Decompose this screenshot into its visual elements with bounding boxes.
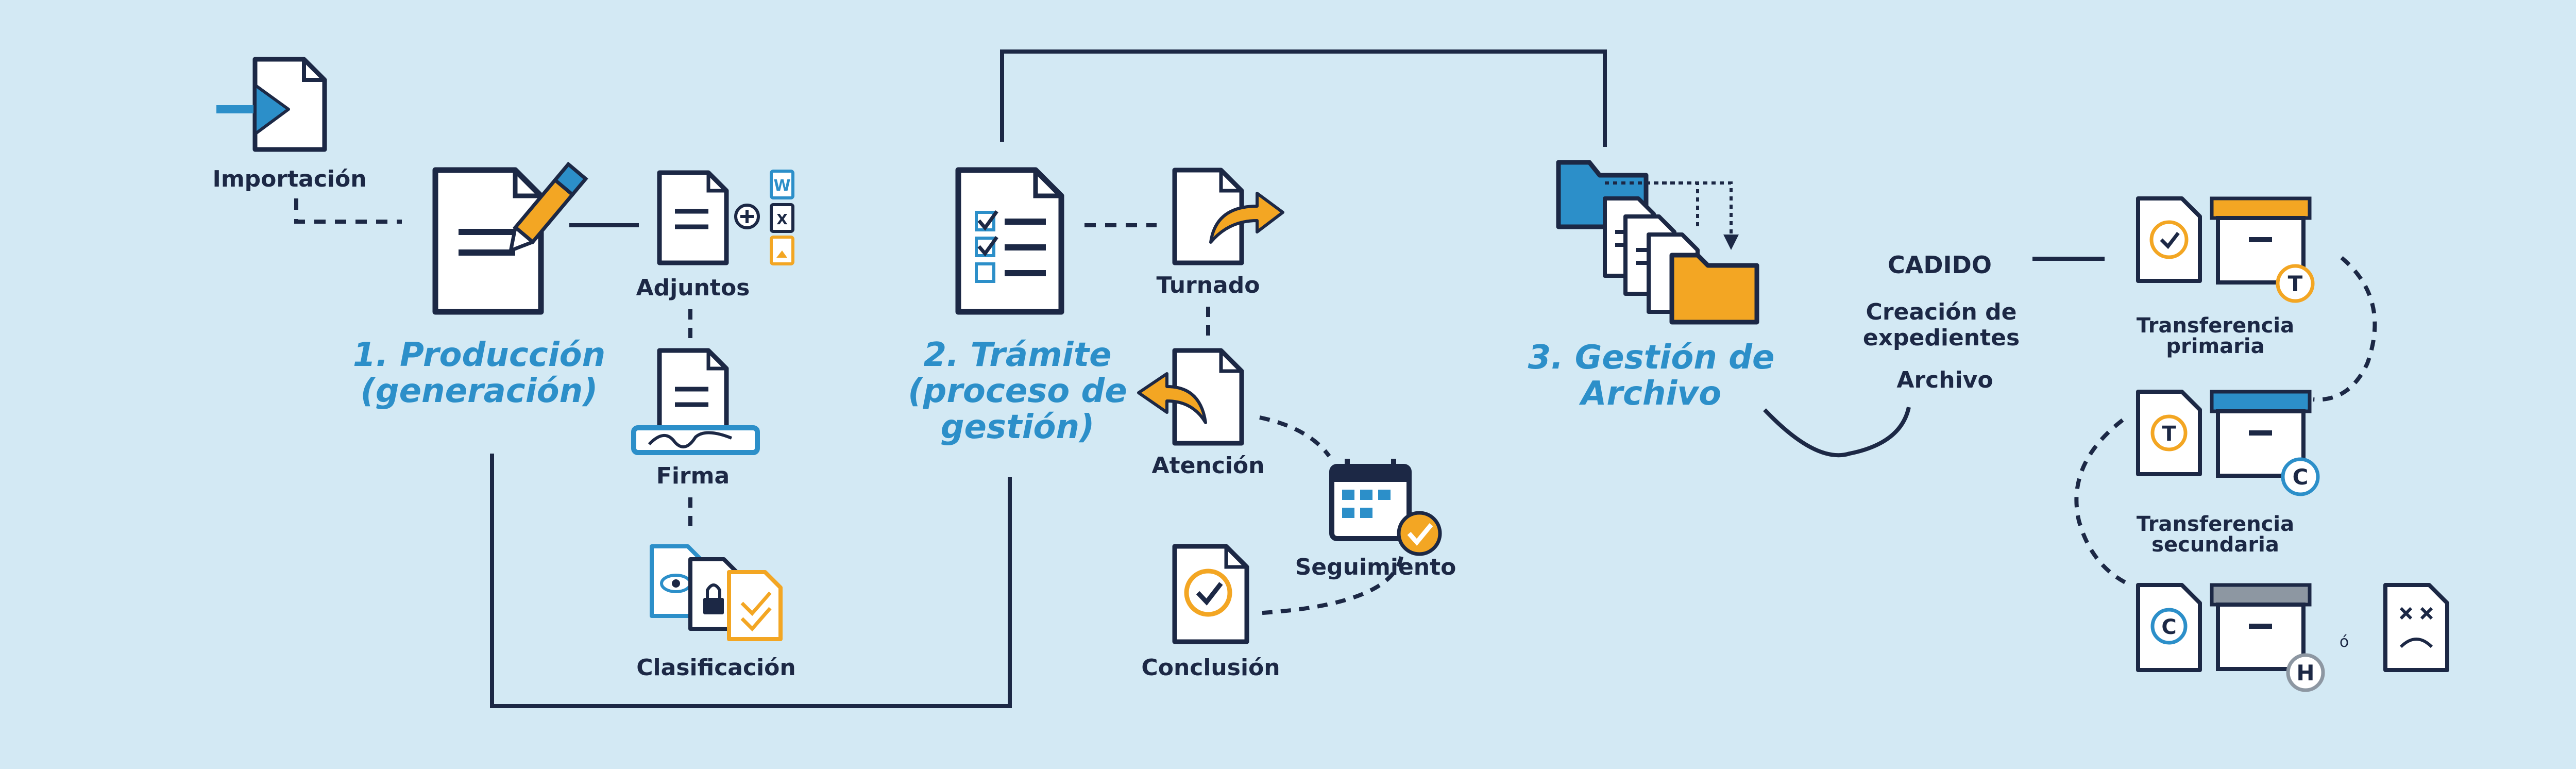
- stage-title-produccion-line1: 1. Producción: [353, 336, 605, 374]
- label-archivo: Archivo: [1896, 367, 1993, 393]
- concentracion-document-icon: C: [2136, 583, 2202, 672]
- label-creacion-line1: Creación de: [1866, 299, 2017, 325]
- label-o: ó: [2340, 633, 2349, 651]
- document-concentracion-letter: C: [2161, 615, 2176, 639]
- label-adjuntos: Adjuntos: [636, 275, 750, 301]
- connector-seguimiento-conclusion: [1254, 556, 1403, 615]
- badge-historico-letter: H: [2296, 660, 2314, 686]
- stage-title-archivo-line2: Archivo: [1579, 375, 1721, 413]
- archive-box-icon: [2210, 583, 2312, 671]
- plus-circle-icon: [734, 204, 760, 229]
- excel-file-letter: X: [776, 211, 788, 228]
- connector-archivo-arc: [1763, 407, 1911, 458]
- connectors: [294, 49, 2377, 708]
- discard-document-icon: [2383, 583, 2449, 672]
- connector-bottom-loop: [490, 454, 1012, 708]
- badge-historico: H: [2286, 653, 2325, 692]
- edit-document-icon: [432, 161, 588, 315]
- label-transferencia-primaria-line1: Transferencia: [2137, 314, 2294, 338]
- label-cadido: CADIDO: [1888, 251, 1992, 279]
- connector-atencion-seguimiento: [1259, 415, 1331, 458]
- word-file-letter: W: [773, 177, 790, 195]
- badge-tramite: T: [2276, 264, 2315, 303]
- checklist-document-icon: [955, 167, 1064, 315]
- excel-file-icon: X: [770, 203, 794, 233]
- forward-document-icon: [1172, 168, 1284, 265]
- image-file-icon: [770, 236, 794, 265]
- label-turnado: Turnado: [1157, 272, 1260, 298]
- label-conclusion: Conclusión: [1141, 655, 1280, 681]
- stage-title-tramite-line1: 2. Trámite: [923, 336, 1111, 374]
- stage-title-tramite-line2: (proceso de: [908, 372, 1127, 410]
- badge-tramite-letter: T: [2288, 271, 2303, 296]
- reply-document-icon: [1137, 348, 1244, 446]
- label-creacion-line2: expedientes: [1863, 325, 2020, 351]
- label-importacion: Importación: [212, 166, 366, 192]
- stage-title-archivo-line1: 3. Gestión de: [1528, 339, 1775, 377]
- label-atencion: Atención: [1152, 453, 1265, 479]
- archive-box-icon: [2210, 196, 2312, 285]
- label-firma: Firma: [656, 463, 730, 489]
- calendar-check-icon: [1329, 459, 1442, 556]
- word-file-icon: W: [770, 170, 794, 199]
- document-tramite-letter: T: [2162, 422, 2176, 446]
- connector-import-production: [294, 198, 402, 224]
- connector-primary-secondary: [2313, 256, 2377, 402]
- label-clasificacion: Clasificación: [636, 655, 795, 681]
- badge-concentracion: C: [2281, 457, 2320, 496]
- connector-secondary-historic: [2074, 418, 2131, 587]
- classification-documents-icon: [650, 544, 783, 641]
- folders-icon: [1556, 160, 1759, 325]
- import-document-icon: [216, 57, 327, 152]
- stage-title-produccion-line2: (generación): [361, 372, 598, 410]
- stage-title-tramite-line3: gestión): [941, 408, 1095, 446]
- attachment-document-icon: [657, 170, 729, 265]
- checked-document-icon: [2136, 196, 2202, 283]
- label-transferencia-secundaria-line2: secundaria: [2151, 533, 2279, 557]
- label-transferencia-primaria-line2: primaria: [2166, 335, 2264, 358]
- connector-top-loop: [1000, 49, 1607, 147]
- signature-document-icon: [631, 348, 760, 455]
- label-transferencia-secundaria-line1: Transferencia: [2137, 512, 2294, 536]
- tramite-document-icon: T: [2136, 390, 2202, 476]
- label-seguimiento: Seguimiento: [1295, 554, 1456, 580]
- badge-concentracion-letter: C: [2293, 464, 2309, 490]
- completed-document-icon: [1172, 544, 1249, 644]
